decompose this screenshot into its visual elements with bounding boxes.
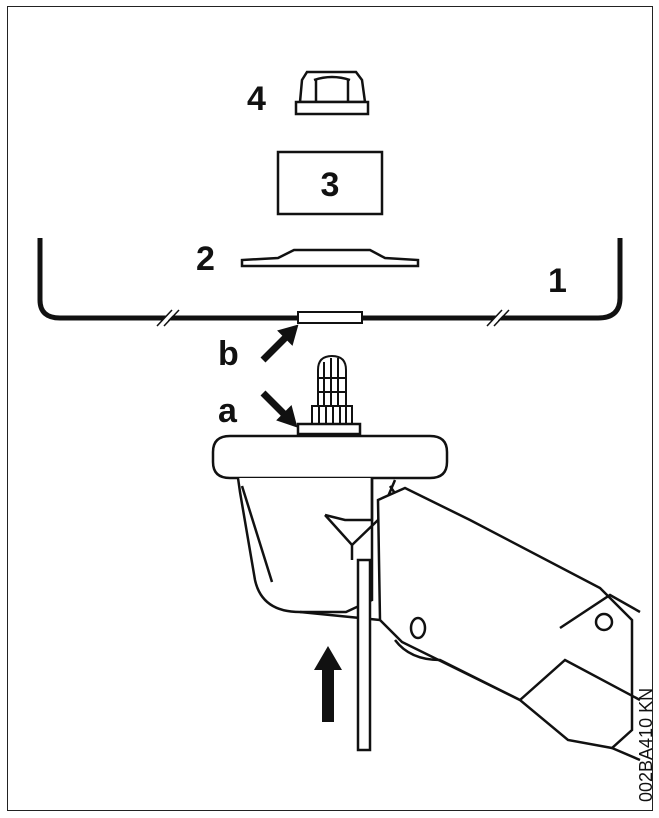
label-b: b: [218, 335, 239, 373]
label-4: 4: [247, 80, 266, 118]
spindle-shaft: [296, 354, 362, 436]
gear-head: [211, 434, 449, 614]
drive-tube-housing: [299, 486, 641, 762]
thrust-plate: [240, 248, 420, 268]
locking-pin: [356, 558, 372, 752]
label-2: 2: [196, 240, 215, 278]
figure-code: 002BA410 KN: [636, 688, 656, 802]
label-1: 1: [548, 262, 567, 300]
part-3-box: [276, 150, 384, 216]
label-a: a: [218, 392, 238, 430]
nut-icon: [294, 70, 370, 116]
arrow-b-icon: [260, 324, 299, 363]
arrow-up-icon: [314, 646, 342, 722]
cutting-disc: [37, 238, 623, 328]
label-3: 3: [321, 166, 340, 204]
arrow-a-icon: [260, 390, 298, 428]
